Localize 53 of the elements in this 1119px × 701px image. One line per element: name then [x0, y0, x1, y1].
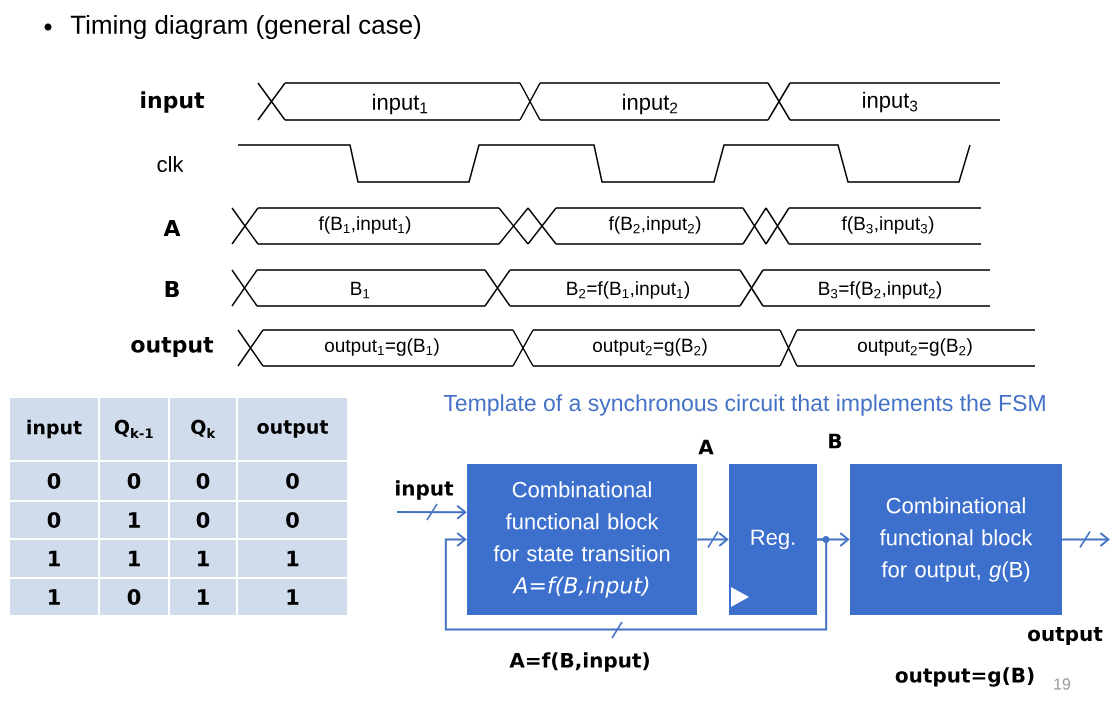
table-cell: 0	[238, 502, 347, 538]
arrow	[396, 503, 467, 521]
bus-value: output$_{1}$=g(B$_{1}$)	[325, 338, 439, 356]
equation: output=g(B)	[895, 667, 1034, 687]
table-cell: 0	[170, 462, 236, 500]
circuit-caption: Template of a synchronous circuit that implements the FSM	[443, 394, 1045, 416]
table-header: input	[10, 398, 98, 460]
title: Timing diagram (general case)	[70, 14, 421, 40]
bus-value: input$_{2}$	[623, 93, 678, 115]
table-cell: 1	[238, 540, 347, 577]
table-cell: 1	[100, 502, 168, 538]
table-header: Q$_{k}$	[170, 398, 236, 460]
edge-label: input	[396, 480, 454, 500]
table-header: Q$_{k-1}$	[100, 398, 168, 460]
table-cell: 0	[238, 462, 347, 500]
table-cell: 1	[10, 579, 98, 615]
signal-name: output	[131, 337, 214, 357]
bus-value: B$_{2}$=f(B$_{1}$,input$_{1}$)	[567, 281, 690, 299]
bus-value: f(B$_{1}$,input$_{1}$)	[318, 216, 411, 234]
signal-name: clk	[157, 155, 184, 173]
bus-value: B$_{3}$=f(B$_{2}$,input$_{2}$)	[819, 281, 942, 299]
signal-name: B	[165, 280, 179, 297]
bus-value: input$_{3}$	[863, 91, 918, 113]
table-cell: 0	[10, 462, 98, 500]
table-cell: 0	[100, 462, 168, 500]
table-header: output	[238, 398, 347, 460]
edge-label: A	[698, 439, 714, 455]
table-cell: 1	[170, 540, 236, 577]
table-cell: 1	[100, 540, 168, 577]
table-cell: 1	[238, 579, 347, 615]
bus-value: output$_{2}$=g(B$_{2}$)	[858, 338, 972, 356]
table-cell: 1	[10, 540, 98, 577]
edge-label: B	[829, 433, 842, 449]
bus-value: f(B$_{3}$,input$_{3}$)	[841, 216, 934, 234]
block-box: Combinational functional block for state transition A=f(B,input)	[467, 464, 697, 615]
bus-value: f(B$_{2}$,input$_{2}$)	[608, 216, 701, 234]
block-box: Combinational functional block for output, g(B)	[850, 464, 1062, 615]
arrow	[1061, 530, 1110, 549]
bus-value: input$_{1}$	[373, 93, 428, 115]
bus-value: output$_{2}$=g(B$_{2}$)	[593, 338, 707, 356]
table-cell: 0	[10, 502, 98, 538]
signal-name: input	[141, 91, 205, 113]
bus-value: B$_{1}$	[351, 281, 370, 299]
arrow	[696, 530, 729, 549]
signal-name: A	[163, 219, 181, 236]
table-cell: 1	[170, 579, 236, 615]
edge-label: output	[1028, 626, 1103, 646]
register-box: Reg.	[729, 464, 817, 615]
arrow	[444, 532, 828, 639]
page-number: 19	[1054, 678, 1071, 690]
edge-label: A=f(B,input)	[509, 652, 649, 672]
table-cell: 0	[170, 502, 236, 538]
table-cell: 0	[100, 579, 168, 615]
